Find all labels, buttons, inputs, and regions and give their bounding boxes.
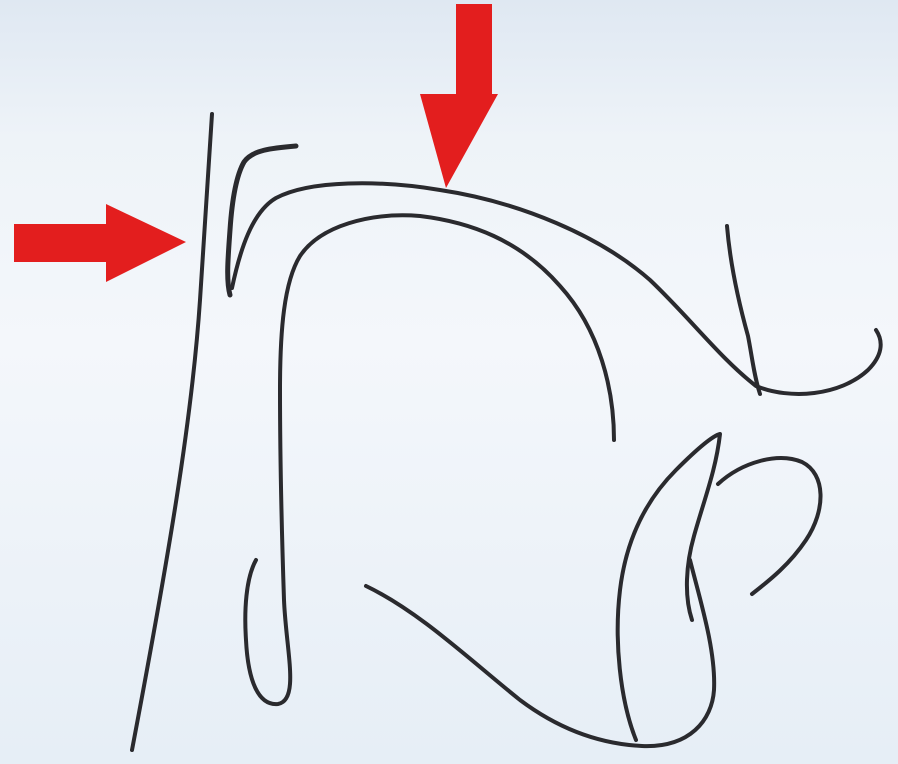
lower-lip-line	[618, 434, 720, 740]
nasopharynx-hook-line	[228, 146, 296, 295]
right-arrow-icon	[14, 204, 186, 282]
velum-outer-line	[232, 183, 881, 394]
tongue-dorsum-line	[245, 215, 614, 704]
upper-lip-line	[718, 458, 821, 594]
uvula-line	[727, 226, 760, 394]
jaw-floor-line	[366, 560, 714, 746]
down-arrow-icon	[420, 4, 498, 188]
pharyngeal-wall-line	[132, 114, 212, 750]
